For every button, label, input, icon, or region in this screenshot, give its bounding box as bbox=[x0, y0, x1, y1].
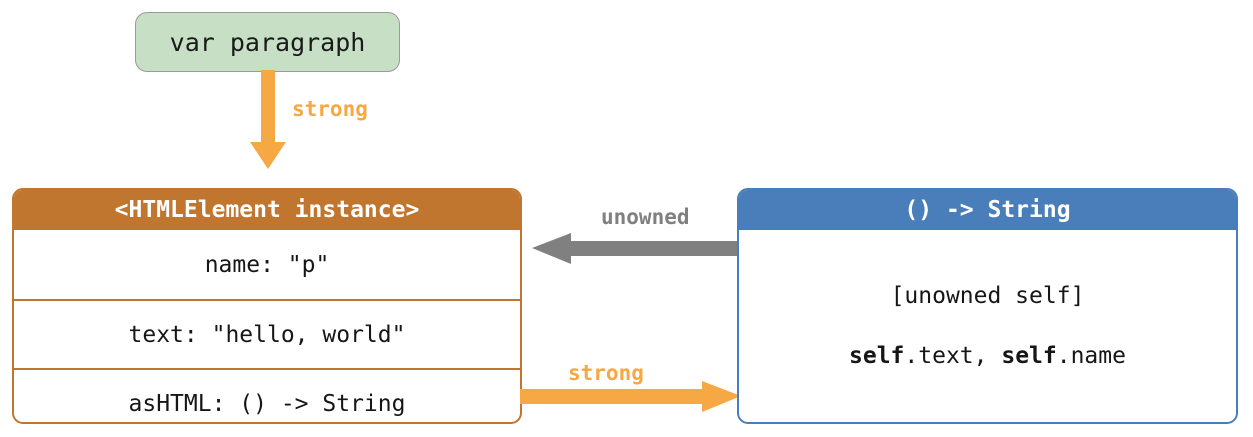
closure-property-1: .text, bbox=[904, 343, 1002, 369]
instance-property-row: asHTML: () -> String bbox=[14, 368, 520, 422]
variable-box: var paragraph bbox=[135, 12, 400, 72]
strong-arrow-instance-to-closure bbox=[520, 381, 741, 412]
strong-arrow-variable-to-instance bbox=[250, 70, 286, 169]
closure-context-box: () -> String [unowned self] self.text, s… bbox=[737, 188, 1238, 424]
strong-arrow-label-closure: strong bbox=[568, 361, 644, 385]
closure-body: [unowned self] self.text, self.name bbox=[739, 230, 1236, 422]
closure-capture-list: [unowned self] bbox=[890, 283, 1085, 309]
instance-property-list: name: "p" text: "hello, world" asHTML: (… bbox=[14, 230, 520, 422]
unowned-arrow-label: unowned bbox=[601, 205, 690, 229]
unowned-arrow-closure-to-instance bbox=[532, 233, 741, 264]
html-element-instance-box: <HTMLElement instance> name: "p" text: "… bbox=[12, 188, 522, 424]
closure-self-keyword-1: self bbox=[849, 343, 905, 369]
closure-header: () -> String bbox=[739, 190, 1236, 230]
variable-label: var paragraph bbox=[169, 27, 366, 57]
instance-property-row: text: "hello, world" bbox=[14, 299, 520, 368]
instance-property-row: name: "p" bbox=[204, 251, 330, 278]
closure-property-2: .name bbox=[1056, 343, 1126, 369]
instance-header: <HTMLElement instance> bbox=[14, 190, 520, 230]
closure-self-keyword-2: self bbox=[1001, 343, 1057, 369]
closure-capture-usage: self.text, self.name bbox=[849, 343, 1126, 369]
strong-arrow-label-variable: strong bbox=[292, 97, 368, 121]
